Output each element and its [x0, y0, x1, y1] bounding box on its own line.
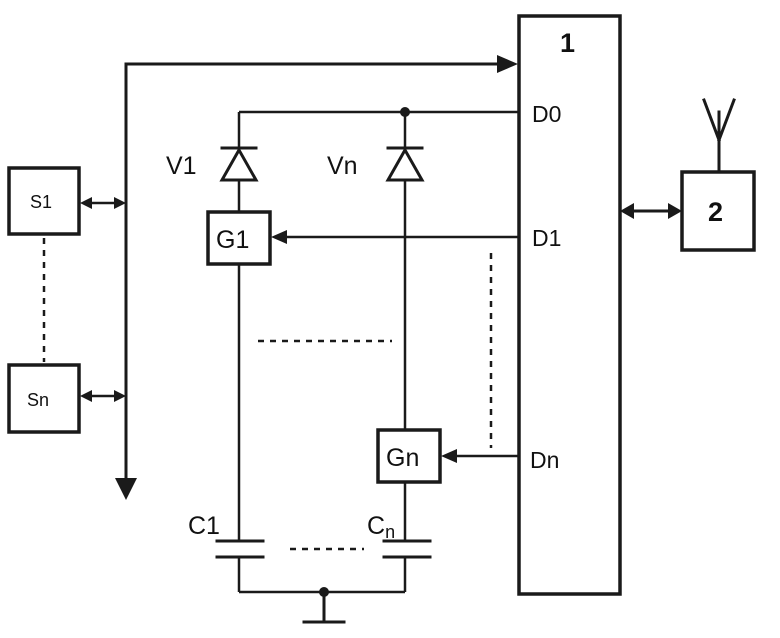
sensor-s1-label: S1	[30, 192, 52, 212]
gate-gn-label: Gn	[386, 444, 419, 472]
dn-control-arrow	[441, 449, 519, 463]
sensor-s1-bus-arrow	[80, 197, 126, 209]
antenna-icon	[704, 100, 734, 172]
data-bus	[115, 55, 518, 500]
capacitor-cn-label: Cn	[367, 512, 395, 542]
d0-rail	[239, 107, 519, 148]
ground-icon	[239, 587, 405, 622]
junction-dot	[400, 107, 410, 117]
capacitor-cn-subscript: n	[385, 522, 395, 542]
diode-vn-label: Vn	[327, 152, 358, 180]
pin-dn-label: Dn	[530, 447, 559, 473]
capacitor-c1-label: C1	[188, 512, 220, 540]
pin-d0-label: D0	[532, 101, 561, 127]
link-1-2-arrow	[620, 203, 682, 219]
capacitor-c1-icon	[217, 541, 263, 592]
block-1-label: 1	[560, 28, 575, 58]
capacitor-cn-icon	[384, 541, 430, 592]
block-2-label: 2	[708, 197, 723, 227]
diode-v1-label: V1	[166, 152, 197, 180]
sensor-sn-bus-arrow	[80, 390, 126, 402]
d1-control-arrow	[271, 230, 519, 244]
diode-v1-icon	[222, 148, 256, 212]
sensor-sn-label: Sn	[27, 390, 49, 410]
diode-vn-icon	[388, 148, 422, 430]
gate-g1-label: G1	[216, 226, 249, 254]
pin-d1-label: D1	[532, 225, 561, 251]
